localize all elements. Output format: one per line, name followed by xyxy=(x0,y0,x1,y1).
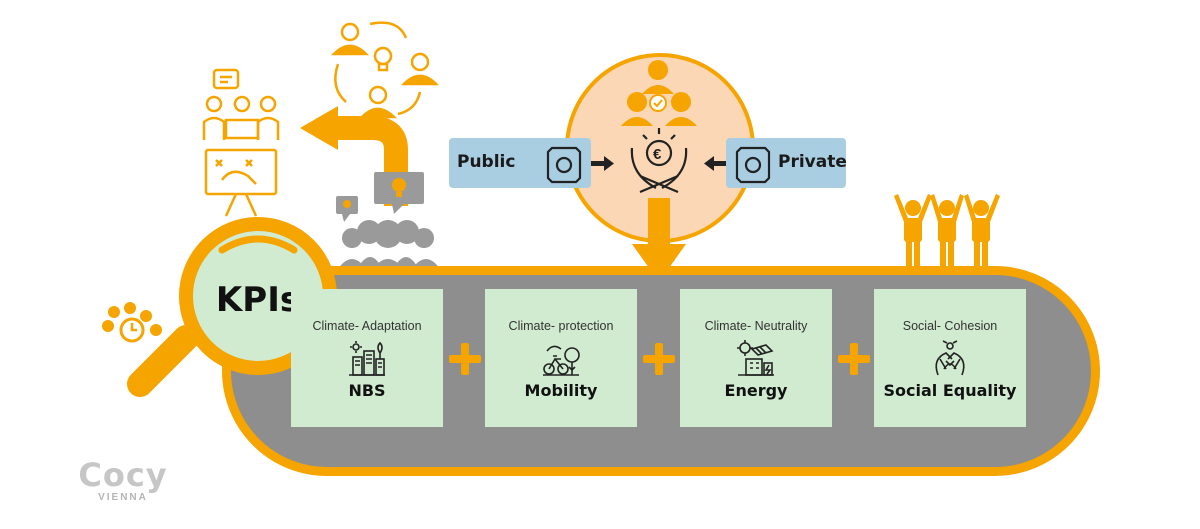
svg-text:€: € xyxy=(653,146,662,163)
arrow-right-icon xyxy=(590,156,614,171)
private-funding-tag: Private xyxy=(726,138,847,188)
down-arrow-icon xyxy=(632,198,686,282)
kpi-label: KPIs xyxy=(215,280,301,320)
pillar-name: Mobility xyxy=(524,381,598,400)
hands-euro-icon: € xyxy=(630,128,688,194)
pillar-name: Energy xyxy=(724,381,788,400)
pillar-category: Climate- protection xyxy=(508,319,614,333)
pillar-category: Social- Cohesion xyxy=(902,319,998,333)
cycle-ideas-icon xyxy=(330,21,440,119)
plus-icon xyxy=(643,343,675,375)
people-pyramid-icon xyxy=(621,60,697,126)
private-label: Private xyxy=(778,152,847,172)
pillar-box-protection: Climate- protection Mobility xyxy=(485,289,637,427)
cocy-vienna-logo: Cocy VIENNA xyxy=(78,458,168,504)
plus-icon xyxy=(449,343,481,375)
meeting-icon xyxy=(202,68,280,140)
plus-icon xyxy=(838,343,870,375)
city-nature-icon xyxy=(349,341,385,376)
clock-people-icon xyxy=(102,302,162,343)
pillar-name: Social Equality xyxy=(883,381,1017,400)
logo-main-text: Cocy xyxy=(78,456,168,494)
people-cheering-icon xyxy=(894,194,1000,270)
logo-sub-text: VIENNA xyxy=(98,492,148,503)
arrow-left-icon xyxy=(704,156,728,171)
bicycle-tree-icon xyxy=(543,345,580,376)
energy-building-icon xyxy=(737,340,774,376)
pillar-category: Climate- Neutrality xyxy=(704,319,808,333)
pillar-category: Climate- Adaptation xyxy=(312,319,422,333)
public-label: Public xyxy=(457,152,516,172)
public-funding-tag: Public xyxy=(449,138,591,188)
pillar-box-neutrality: Climate- Neutrality Energy xyxy=(680,289,832,427)
joined-hands-icon xyxy=(935,340,965,376)
whiteboard-icon xyxy=(204,148,278,217)
curved-arrow-icon xyxy=(300,106,408,206)
pillar-box-adaptation: Climate- Adaptation NBS xyxy=(291,289,443,427)
pillar-box-cohesion: Social- Cohesion Social Equality xyxy=(874,289,1026,427)
pillar-name: NBS xyxy=(348,381,386,400)
